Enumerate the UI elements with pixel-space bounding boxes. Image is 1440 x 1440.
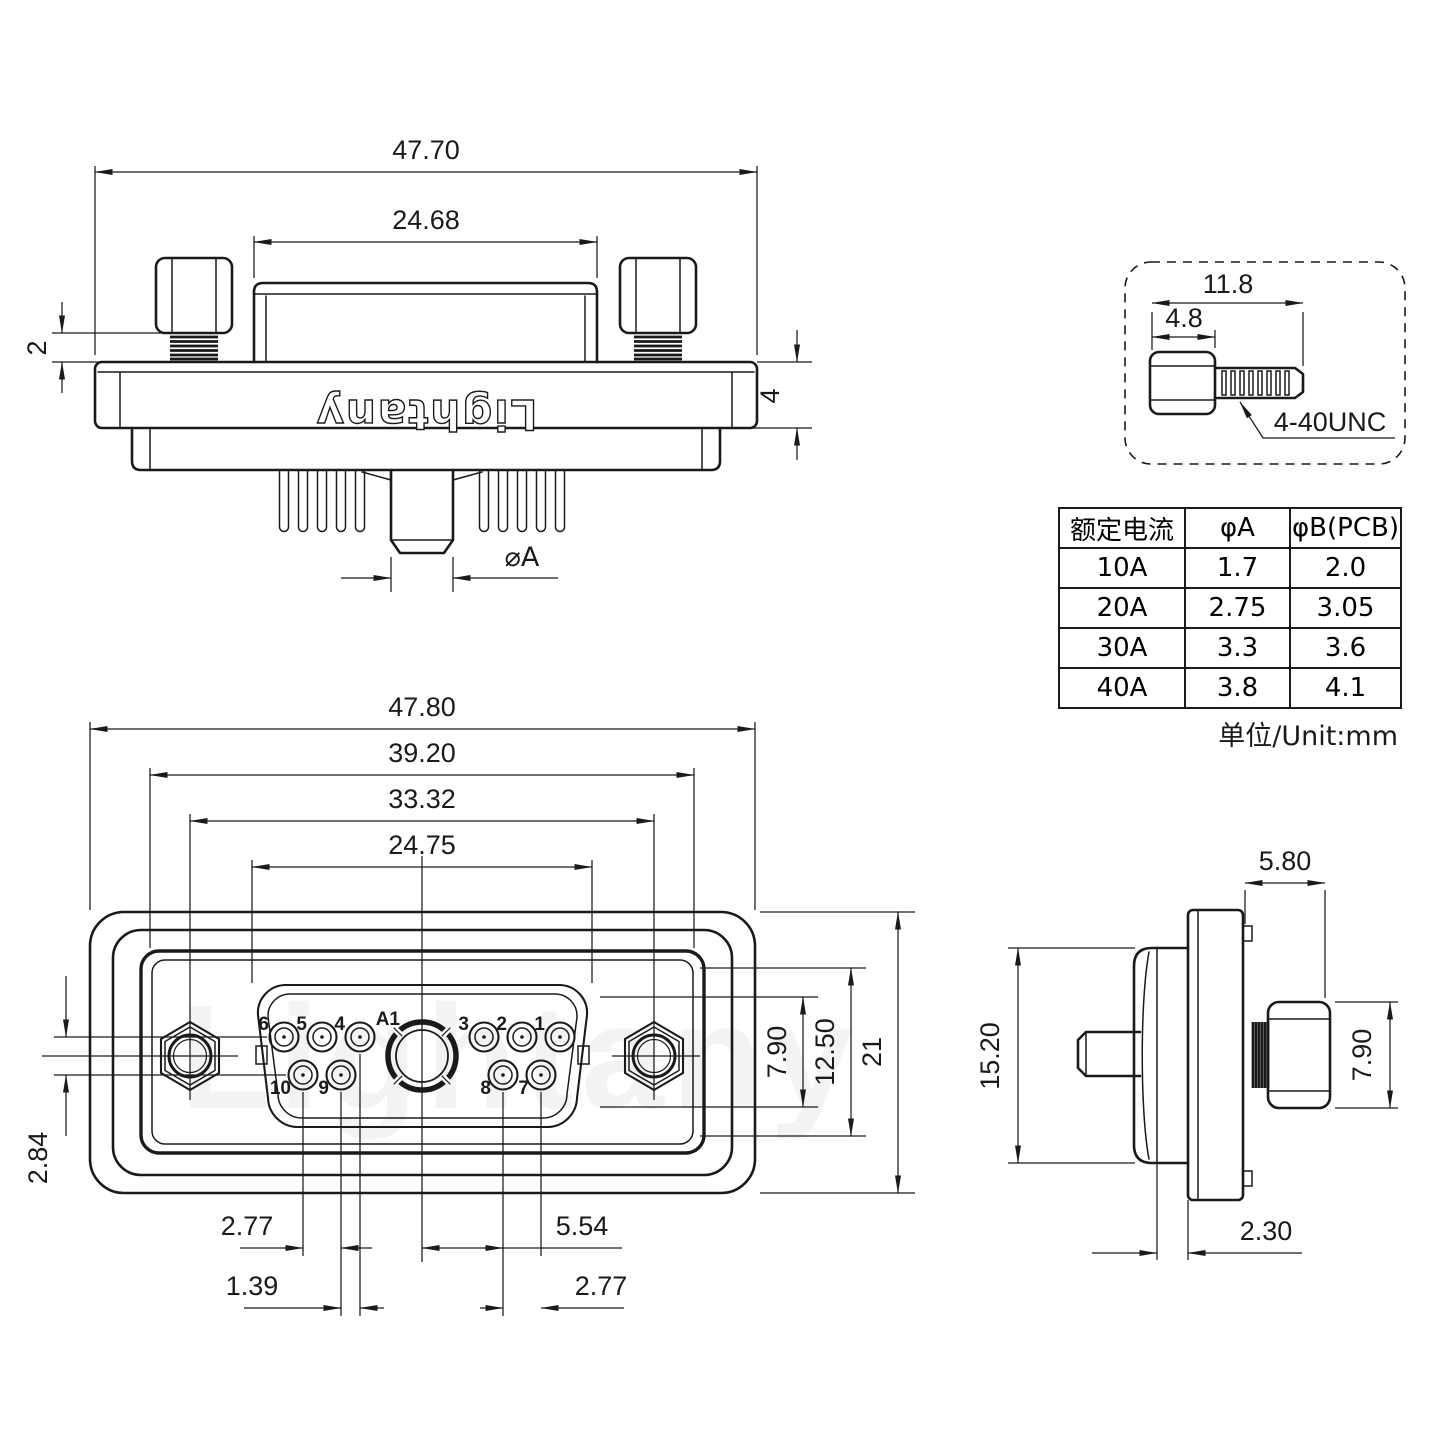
cell-dia-a: 2.75 (1184, 587, 1291, 629)
side-tab-top (1242, 925, 1253, 942)
dim-pin-diameter: ⌀A (505, 542, 540, 573)
dim-row-offset: 2.84 (23, 1132, 53, 1185)
screw-threads (1221, 370, 1290, 396)
front-view: 6 5 4 A1 3 2 1 10 9 8 7 47.80 39.20 33.3… (23, 692, 915, 1316)
pin-label-3: 3 (458, 1014, 469, 1035)
dim-head-height: 7.90 (1347, 1029, 1377, 1082)
cell-dia-b: 4.1 (1289, 667, 1402, 709)
side-tab-bottom (1242, 1170, 1253, 1187)
contacts-top-row (268, 1021, 576, 1053)
d-insert-outer (256, 983, 589, 1129)
dim-face-depth: 2.30 (1240, 1216, 1293, 1246)
table-row: 30A 3.3 3.6 (1058, 627, 1402, 669)
screw-shaft (1213, 366, 1305, 400)
pin-label-2: 2 (496, 1014, 507, 1035)
rear-pins-left (278, 469, 366, 533)
power-pin (389, 468, 455, 555)
unit-note: 单位/Unit:mm (1218, 721, 1398, 752)
right-thumbscrew-spring (634, 335, 682, 361)
dim-front-outer-width: 47.80 (388, 692, 456, 722)
dim-hood-width: 24.68 (392, 205, 460, 235)
left-thumbscrew-spring (170, 335, 218, 361)
pin-label-6: 6 (258, 1014, 269, 1035)
side-body (1132, 946, 1190, 1165)
left-thumbscrew-head (154, 256, 234, 335)
cell-current: 10A (1058, 547, 1186, 589)
pin-label-1: 1 (534, 1014, 545, 1035)
table-row: 20A 2.75 3.05 (1058, 587, 1402, 629)
cell-dia-b: 2.0 (1289, 547, 1402, 589)
dim-insert-height: 7.90 (762, 1026, 792, 1079)
side-screw-thread (1251, 1022, 1270, 1088)
pin-label-10: 10 (270, 1078, 291, 1099)
dim-pitch-left: 2.77 (221, 1211, 274, 1241)
thread-spec-label: 4-40UNC (1274, 407, 1387, 437)
cell-dia-a: 3.8 (1184, 667, 1291, 709)
brand-logo: Lightany (315, 390, 538, 439)
header-dia-b-pcb: φB(PCB) (1289, 507, 1402, 549)
dim-gap: 2 (22, 340, 52, 355)
header-rated-current: 额定电流 (1058, 507, 1186, 549)
dim-pitch-right: 2.77 (575, 1271, 628, 1301)
pin-label-9: 9 (318, 1078, 329, 1099)
screw-detail-view: 11.8 4.8 4-40UNC (1124, 261, 1406, 465)
insert-notch-right (577, 1045, 590, 1065)
top-view: Lightany 47.70 24.68 (22, 135, 812, 592)
side-screw-head (1266, 1000, 1332, 1110)
detail-boundary (1124, 261, 1406, 465)
dim-head-width: 5.80 (1259, 846, 1312, 876)
cell-current: 40A (1058, 667, 1186, 709)
side-power-pin (1076, 1030, 1142, 1078)
hood-outline (252, 281, 599, 364)
watermark-text: Lightany (180, 975, 861, 1140)
header-dia-a: φA (1184, 507, 1291, 549)
table-header-row: 额定电流 φA φB(PCB) (1058, 507, 1402, 549)
dim-front-outer-height: 21 (857, 1037, 887, 1067)
pin-label-5: 5 (296, 1014, 307, 1035)
dim-body-height: 15.20 (975, 1022, 1005, 1090)
contacts-bottom-row (287, 1059, 557, 1091)
dim-inner-height: 12.50 (810, 1018, 840, 1086)
rear-body (130, 426, 722, 472)
dim-flange-thickness: 4 (755, 388, 785, 403)
dim-screw-total: 11.8 (1203, 269, 1254, 299)
insert-notch-left (255, 1045, 268, 1065)
side-view: 5.80 15.20 7.90 2.30 (975, 846, 1398, 1260)
current-rating-table: 额定电流 φA φB(PCB) 10A 1.7 2.0 20A 2.75 3.0… (1058, 507, 1402, 709)
table-row: 10A 1.7 2.0 (1058, 547, 1402, 589)
cell-dia-a: 3.3 (1184, 627, 1291, 669)
dim-hole-span: 33.32 (388, 784, 456, 814)
rear-pins-right (478, 469, 566, 533)
pin-label-7: 7 (518, 1078, 529, 1099)
cell-current: 30A (1058, 627, 1186, 669)
pin-label-4: 4 (334, 1014, 345, 1035)
dim-screw-head: 4.8 (1165, 303, 1203, 333)
dim-big-span: 5.54 (556, 1211, 609, 1241)
d-insert-inner (267, 993, 578, 1119)
dim-top-width: 47.70 (392, 135, 460, 165)
side-flange (1186, 908, 1245, 1202)
table-row: 40A 3.8 4.1 (1058, 667, 1402, 709)
cell-dia-a: 1.7 (1184, 547, 1291, 589)
dim-front-seal-width: 39.20 (388, 738, 456, 768)
pin-label-8: 8 (480, 1078, 491, 1099)
dim-half-pitch: 1.39 (226, 1271, 279, 1301)
cell-current: 20A (1058, 587, 1186, 629)
contact-A1 (385, 1019, 459, 1093)
cell-dia-b: 3.6 (1289, 627, 1402, 669)
cell-dia-b: 3.05 (1289, 587, 1402, 629)
pin-label-A1: A1 (376, 1009, 401, 1030)
flange (93, 360, 759, 430)
dim-insert-width: 24.75 (388, 830, 456, 860)
screw-head (1148, 350, 1217, 416)
right-thumbscrew-head (618, 256, 698, 335)
